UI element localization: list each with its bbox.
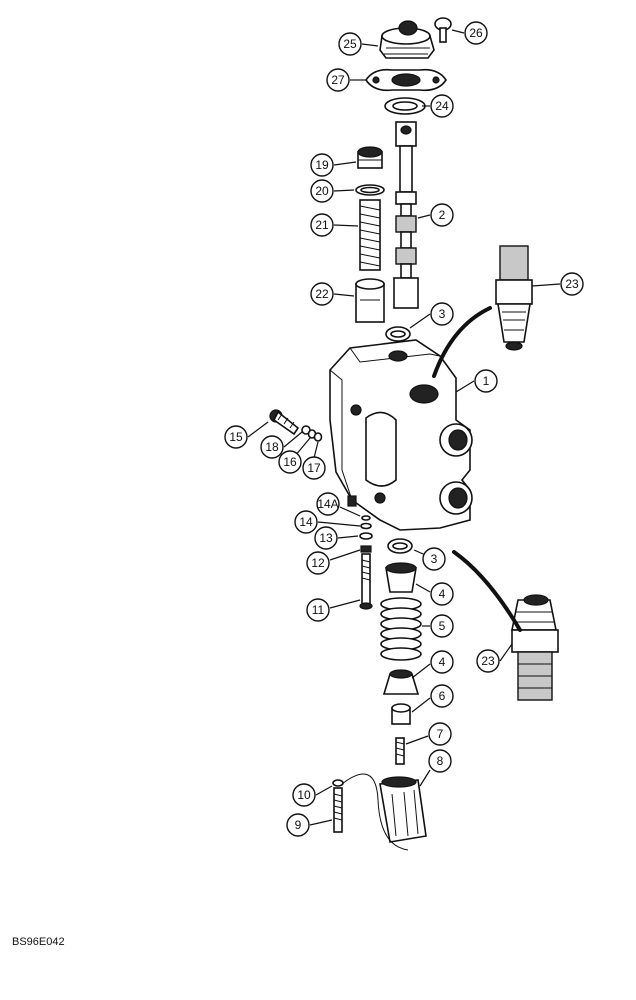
part-1-valve-body bbox=[329, 339, 473, 531]
part-3-upper-o-ring bbox=[385, 326, 411, 342]
part-2-spool bbox=[393, 121, 419, 309]
part-7-screw bbox=[395, 737, 405, 765]
part-21-spring bbox=[359, 199, 381, 271]
callout-1: 1 bbox=[483, 374, 490, 388]
callout-2: 2 bbox=[439, 208, 446, 222]
part-10-washer bbox=[332, 779, 344, 787]
part-13-o-ring bbox=[359, 532, 373, 540]
part-4-lower-cup bbox=[382, 669, 420, 695]
part-14-washer bbox=[360, 522, 372, 530]
callout-3-upper: 3 bbox=[439, 307, 446, 321]
connector-lower bbox=[452, 550, 522, 632]
part-23-lower-relief-valve bbox=[511, 594, 559, 701]
callout-4-upper: 4 bbox=[439, 587, 446, 601]
callout-17: 17 bbox=[307, 461, 321, 475]
callout-25: 25 bbox=[343, 37, 357, 51]
part-17-o-ring bbox=[313, 432, 323, 442]
part-15-fitting bbox=[269, 409, 300, 436]
callout-13: 13 bbox=[319, 531, 333, 545]
callout-7: 7 bbox=[437, 727, 444, 741]
part-24-seal bbox=[384, 97, 426, 115]
callout-27: 27 bbox=[331, 73, 345, 87]
part-12-nut bbox=[360, 545, 372, 553]
part-9-screw bbox=[333, 787, 343, 833]
callout-14a: 14A bbox=[317, 497, 338, 511]
reference-code: BS96E042 bbox=[12, 936, 65, 948]
callout-14: 14 bbox=[299, 515, 313, 529]
part-26-screw bbox=[434, 17, 452, 43]
lock-wire bbox=[341, 773, 409, 851]
callout-3-lower: 3 bbox=[431, 552, 438, 566]
callout-10: 10 bbox=[297, 788, 311, 802]
part-14a-washer bbox=[361, 515, 371, 521]
callout-11: 11 bbox=[312, 603, 325, 617]
callout-4-lower: 4 bbox=[439, 655, 446, 669]
callout-15: 15 bbox=[229, 430, 243, 444]
callout-20: 20 bbox=[315, 184, 329, 198]
callout-21: 21 bbox=[315, 218, 329, 232]
callout-6: 6 bbox=[439, 689, 446, 703]
callout-24: 24 bbox=[435, 99, 449, 113]
callout-23-upper: 23 bbox=[565, 277, 579, 291]
part-27-flange-plate bbox=[365, 68, 447, 92]
callout-12: 12 bbox=[311, 556, 325, 570]
connector-upper bbox=[432, 306, 492, 378]
part-23-upper-relief-valve bbox=[495, 245, 533, 351]
callout-22: 22 bbox=[315, 287, 329, 301]
part-4-upper-cup bbox=[385, 562, 417, 593]
part-3-lower-o-ring bbox=[387, 538, 413, 554]
callout-8: 8 bbox=[437, 754, 444, 768]
part-25-cap bbox=[379, 20, 435, 59]
part-6-bushing bbox=[391, 703, 411, 725]
part-20-o-ring bbox=[355, 184, 385, 196]
callout-16: 16 bbox=[283, 455, 297, 469]
part-5-return-spring bbox=[380, 597, 422, 661]
callout-19: 19 bbox=[315, 158, 329, 172]
part-8-end-cap bbox=[379, 776, 427, 843]
callout-9: 9 bbox=[295, 818, 302, 832]
part-11-bolt bbox=[359, 553, 373, 610]
part-22-seat bbox=[355, 278, 385, 323]
part-19-plug bbox=[357, 146, 383, 169]
callout-23-lower: 23 bbox=[481, 654, 495, 668]
callout-26: 26 bbox=[469, 26, 483, 40]
callouts: 25 26 27 24 19 20 21 2 22 23 3 1 bbox=[224, 21, 584, 837]
callout-5: 5 bbox=[439, 619, 446, 633]
callout-18: 18 bbox=[265, 440, 279, 454]
